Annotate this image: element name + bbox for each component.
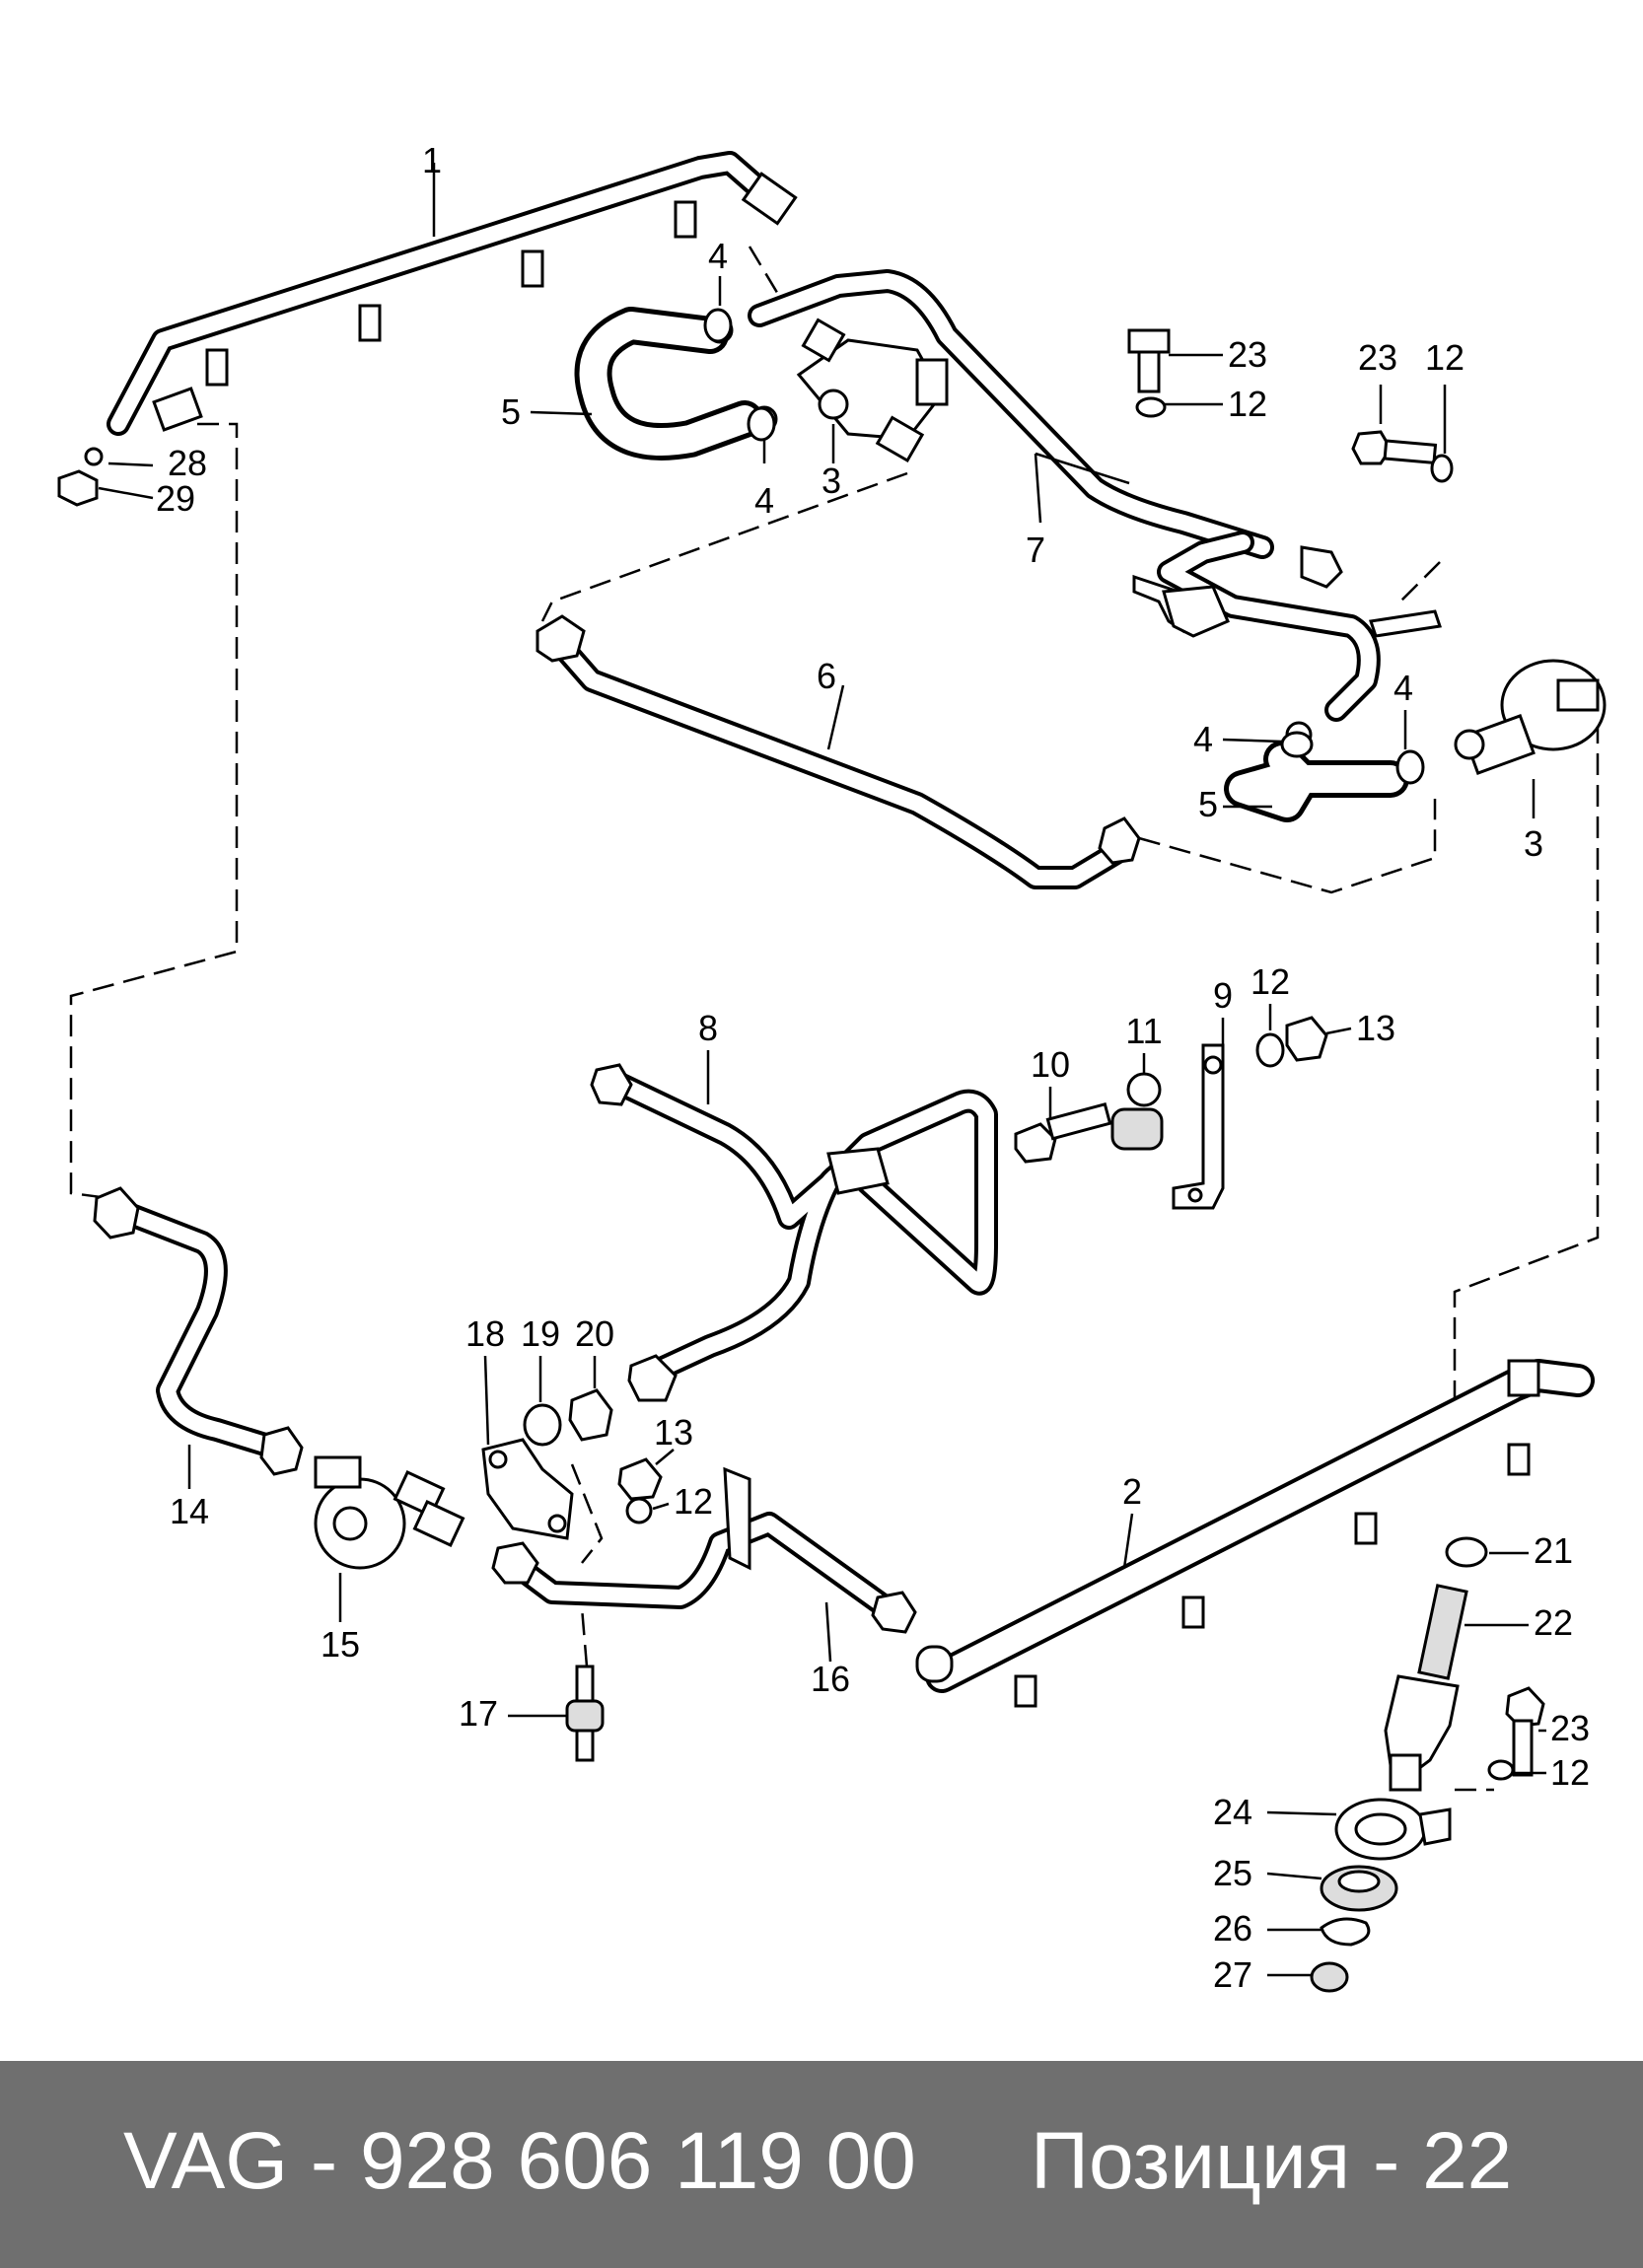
callout-23: 23	[1550, 1708, 1590, 1748]
clamp-4-c	[1280, 731, 1314, 758]
callout-28: 28	[168, 443, 207, 483]
callout-4: 4	[1193, 719, 1213, 759]
callout-3: 3	[1524, 823, 1543, 864]
parts-diagram: 1 4 5 4 3 7 23 12 23 12 28 29 6 4 4 5 3 …	[57, 140, 1607, 1995]
fitting-17	[565, 1665, 605, 1762]
callout-12: 12	[1425, 337, 1464, 378]
bolt-10	[1014, 1101, 1112, 1164]
o-ring-27	[1310, 1961, 1349, 1993]
callout-2: 2	[1122, 1471, 1142, 1512]
nut-13-b	[617, 1457, 663, 1501]
pressure-regulator-3-lower	[1454, 659, 1607, 775]
callout-27: 27	[1213, 1954, 1252, 1995]
clamp-11	[1110, 1072, 1164, 1151]
callout-11: 11	[1125, 1011, 1162, 1051]
callout-18: 18	[465, 1313, 505, 1354]
callout-6: 6	[817, 656, 836, 696]
callout-4: 4	[754, 480, 774, 521]
callout-13: 13	[1356, 1008, 1395, 1048]
washer-12-c	[1135, 396, 1167, 418]
callout-14: 14	[170, 1491, 209, 1531]
callout-9: 9	[1213, 975, 1233, 1016]
washer-12-a	[1255, 1032, 1285, 1068]
callout-1: 1	[422, 140, 442, 180]
hose-5-lower	[1224, 721, 1424, 822]
callout-23: 23	[1358, 337, 1397, 378]
clamp-4-d	[1395, 749, 1425, 785]
callout-20: 20	[575, 1313, 614, 1354]
cap-21	[1445, 1536, 1488, 1568]
washer-12-d	[1430, 454, 1454, 483]
callout-17: 17	[459, 1693, 498, 1734]
callout-10: 10	[1031, 1044, 1070, 1085]
callout-5: 5	[501, 391, 521, 432]
callout-8: 8	[698, 1008, 718, 1048]
callout-19: 19	[521, 1313, 560, 1354]
seal-holder-24	[1334, 1798, 1452, 1861]
callout-labels: 1 4 5 4 3 7 23 12 23 12 28 29 6 4 4 5 3 …	[156, 140, 1590, 1995]
callout-12: 12	[1250, 961, 1290, 1002]
seal-25	[1320, 1865, 1398, 1912]
callout-16: 16	[811, 1659, 850, 1699]
clamp-4-a	[703, 308, 733, 343]
callout-26: 26	[1213, 1908, 1252, 1949]
fuel-line-14	[93, 1186, 304, 1476]
cap-nut-29	[57, 469, 99, 507]
fuel-injector-22	[1384, 1584, 1468, 1792]
washer-12-b	[625, 1497, 653, 1524]
leader-lines	[98, 163, 1536, 818]
callout-13: 13	[654, 1412, 693, 1453]
fuel-rail-1	[107, 151, 798, 436]
callout-3: 3	[822, 461, 841, 501]
callout-22: 22	[1534, 1602, 1573, 1643]
washer-28	[84, 447, 104, 466]
fuel-rail-2	[915, 1359, 1595, 1708]
fuel-line-6	[536, 614, 1141, 889]
nut-13-a	[1285, 1016, 1328, 1062]
connection-lines	[69, 246, 1600, 1792]
callout-7: 7	[1026, 530, 1045, 570]
fuel-line-8	[590, 1063, 998, 1402]
part-number: VAG - 928 606 119 00	[123, 2116, 916, 2206]
callout-12: 12	[674, 1481, 713, 1522]
callout-5: 5	[1198, 784, 1218, 824]
washer-12-e	[1487, 1759, 1515, 1781]
callout-4: 4	[1393, 668, 1413, 708]
washer-19	[523, 1403, 562, 1447]
clamp-4-b	[747, 406, 776, 442]
callout-4: 4	[708, 236, 728, 276]
bolt-23-c	[1505, 1686, 1545, 1777]
callout-24: 24	[1213, 1792, 1252, 1832]
bolt-23-a	[1127, 328, 1171, 393]
callout-12: 12	[1550, 1752, 1590, 1793]
callout-25: 25	[1213, 1853, 1252, 1893]
bracket-9	[1172, 1043, 1225, 1210]
callout-21: 21	[1534, 1530, 1573, 1571]
footer-bar: VAG - 928 606 119 00 Позиция - 22	[0, 2061, 1643, 2268]
nut-20	[568, 1388, 613, 1442]
callout-23: 23	[1228, 334, 1267, 375]
leader-lines-lower	[187, 1004, 1546, 1977]
position-label: Позиция - 22	[1031, 2116, 1513, 2206]
callout-29: 29	[156, 478, 195, 519]
pressure-regulator-15	[314, 1455, 465, 1570]
bracket-18	[481, 1438, 574, 1540]
fuel-line-7	[748, 269, 1442, 722]
bolt-23-b	[1351, 430, 1438, 465]
fuel-line-16	[491, 1466, 917, 1634]
clip-26	[1320, 1917, 1371, 1947]
callout-15: 15	[321, 1624, 360, 1665]
callout-12: 12	[1228, 384, 1267, 424]
pressure-regulator-3-upper	[796, 318, 949, 463]
